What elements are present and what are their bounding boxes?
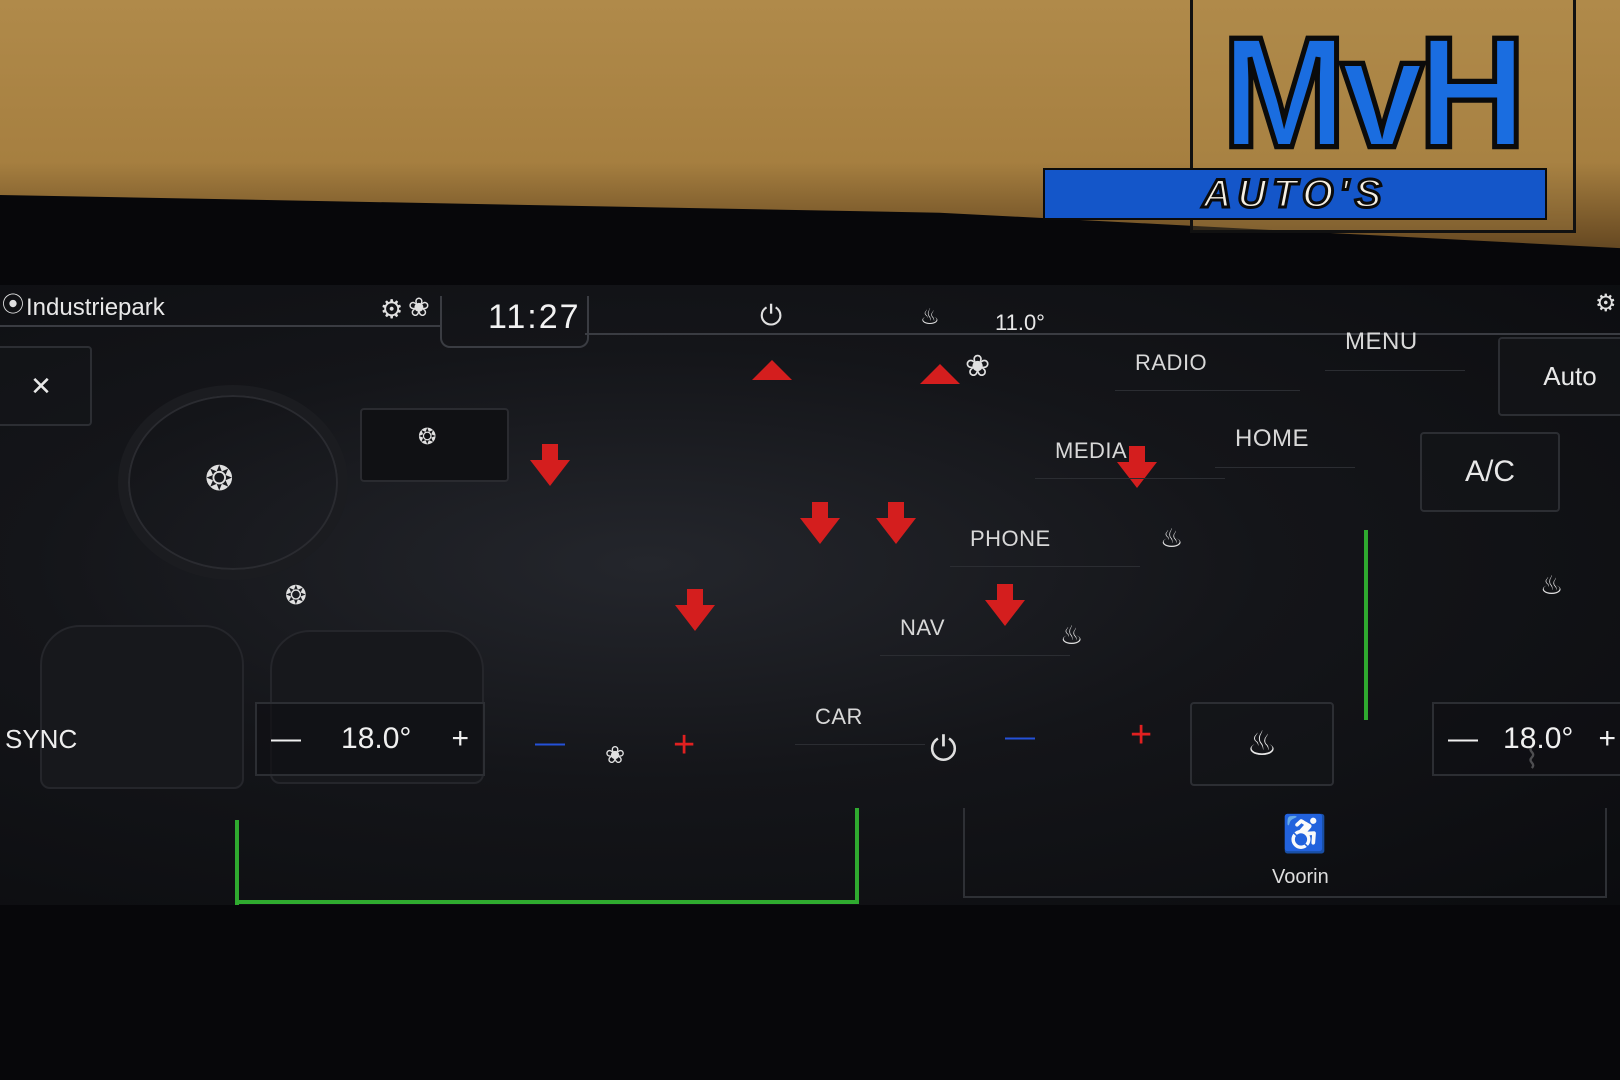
arrow-down-overlay-3 <box>876 502 916 544</box>
bottom-seat-panel <box>963 808 1607 898</box>
steering-heat-icon[interactable]: ♨ <box>1160 523 1184 553</box>
infotainment-screen <box>0 285 1620 905</box>
ac-label: A/C <box>1464 455 1515 488</box>
connected-services-icon: ⚙ <box>380 294 404 324</box>
logo-bar-text: AUTO'S <box>1201 170 1388 217</box>
location-pin-icon: ⦿ <box>2 292 25 317</box>
location-label: Industriepark <box>26 294 165 321</box>
arrow-down-overlay-1 <box>530 444 570 486</box>
green-guide-vertical-right <box>1364 530 1368 720</box>
power-icon[interactable]: ⏻ <box>760 300 783 331</box>
status-bar-divider-right <box>585 333 1620 335</box>
right-temp-value: 18.0° <box>1503 722 1574 755</box>
arrow-down-overlay-5 <box>985 584 1025 626</box>
close-button[interactable]: ✕ <box>0 346 92 426</box>
outside-temp: 11.0° <box>995 310 1045 335</box>
auto-button[interactable]: Auto <box>1498 337 1620 416</box>
fan-speed-icon: ❀ <box>605 742 626 769</box>
left-temp-minus[interactable]: — <box>271 722 301 755</box>
menu-radio[interactable]: RADIO <box>1115 350 1300 391</box>
fan-minus-icon[interactable]: — <box>535 726 565 759</box>
airflow-icon: ♨ <box>1246 725 1278 763</box>
green-guide-right-up <box>855 808 859 904</box>
steering-logo-icon: ❂ <box>205 460 234 498</box>
menu-media[interactable]: MEDIA <box>1035 438 1225 479</box>
green-guide-left-down <box>235 820 239 905</box>
menu-home[interactable]: HOME <box>1215 425 1355 468</box>
left-temp-plus[interactable]: + <box>451 722 469 755</box>
left-temp-control: — 18.0° + <box>255 702 485 776</box>
arrow-down-overlay-4 <box>675 589 715 631</box>
auto-label: Auto <box>1543 361 1597 391</box>
fan-plus-icon[interactable]: + <box>673 724 696 766</box>
dealer-logo: MvH AUTO'S <box>1043 0 1576 233</box>
gear-shifter-icon: ❂ <box>285 580 307 610</box>
sync-button[interactable]: SYNC <box>5 724 78 754</box>
right-temp-control: — 18.0° + <box>1432 702 1620 776</box>
clock: 11:27 <box>488 298 581 336</box>
arrow-up-overlay-1 <box>752 360 792 380</box>
ac-button[interactable]: A/C <box>1420 432 1560 512</box>
steering-wheel-graphic <box>118 385 348 580</box>
network-icon: ❀ <box>408 292 430 322</box>
status-bar-divider-left <box>0 325 440 327</box>
outside-temp-icon: ♨ <box>920 304 940 329</box>
right-temp-plus[interactable]: + <box>1598 722 1616 755</box>
arrow-down-overlay-6 <box>1117 446 1157 488</box>
left-seat-graphic <box>40 625 244 789</box>
person-seat-icon[interactable]: ♿ <box>1282 813 1327 854</box>
menu-car[interactable]: CAR <box>795 704 925 745</box>
clock-notch <box>440 296 589 348</box>
seat-zone-label: Voorin <box>1272 866 1329 888</box>
climate-power-icon[interactable]: ⏻ <box>930 730 957 768</box>
dash-logo-icon: ❂ <box>418 424 437 449</box>
logo-main-text: MvH <box>1219 1 1529 183</box>
arrow-down-overlay-2 <box>800 502 840 544</box>
left-temp-value: 18.0° <box>341 722 412 755</box>
menu-phone[interactable]: PHONE <box>950 526 1140 567</box>
fan-level-plus-icon[interactable]: + <box>1130 714 1153 756</box>
right-temp-minus[interactable]: — <box>1448 722 1478 755</box>
airflow-button[interactable]: ♨ <box>1190 702 1334 786</box>
menu-nav[interactable]: NAV <box>880 615 1070 656</box>
close-icon: ✕ <box>30 370 52 401</box>
dashboard-screen-graphic <box>360 408 509 482</box>
green-guide-horizontal <box>235 900 857 904</box>
settings-icon[interactable]: ⚙ <box>1595 290 1617 317</box>
fan-level-minus-icon[interactable]: — <box>1005 720 1035 753</box>
fan-icon: ❀ <box>965 350 991 383</box>
logo-bar: AUTO'S <box>1043 168 1547 220</box>
seat-heat-icon[interactable]: ♨ <box>1060 620 1084 650</box>
rear-heat-icon[interactable]: ♨ <box>1540 570 1564 600</box>
arrow-up-overlay-2 <box>920 364 960 384</box>
menu-menu[interactable]: MENU <box>1325 328 1465 371</box>
